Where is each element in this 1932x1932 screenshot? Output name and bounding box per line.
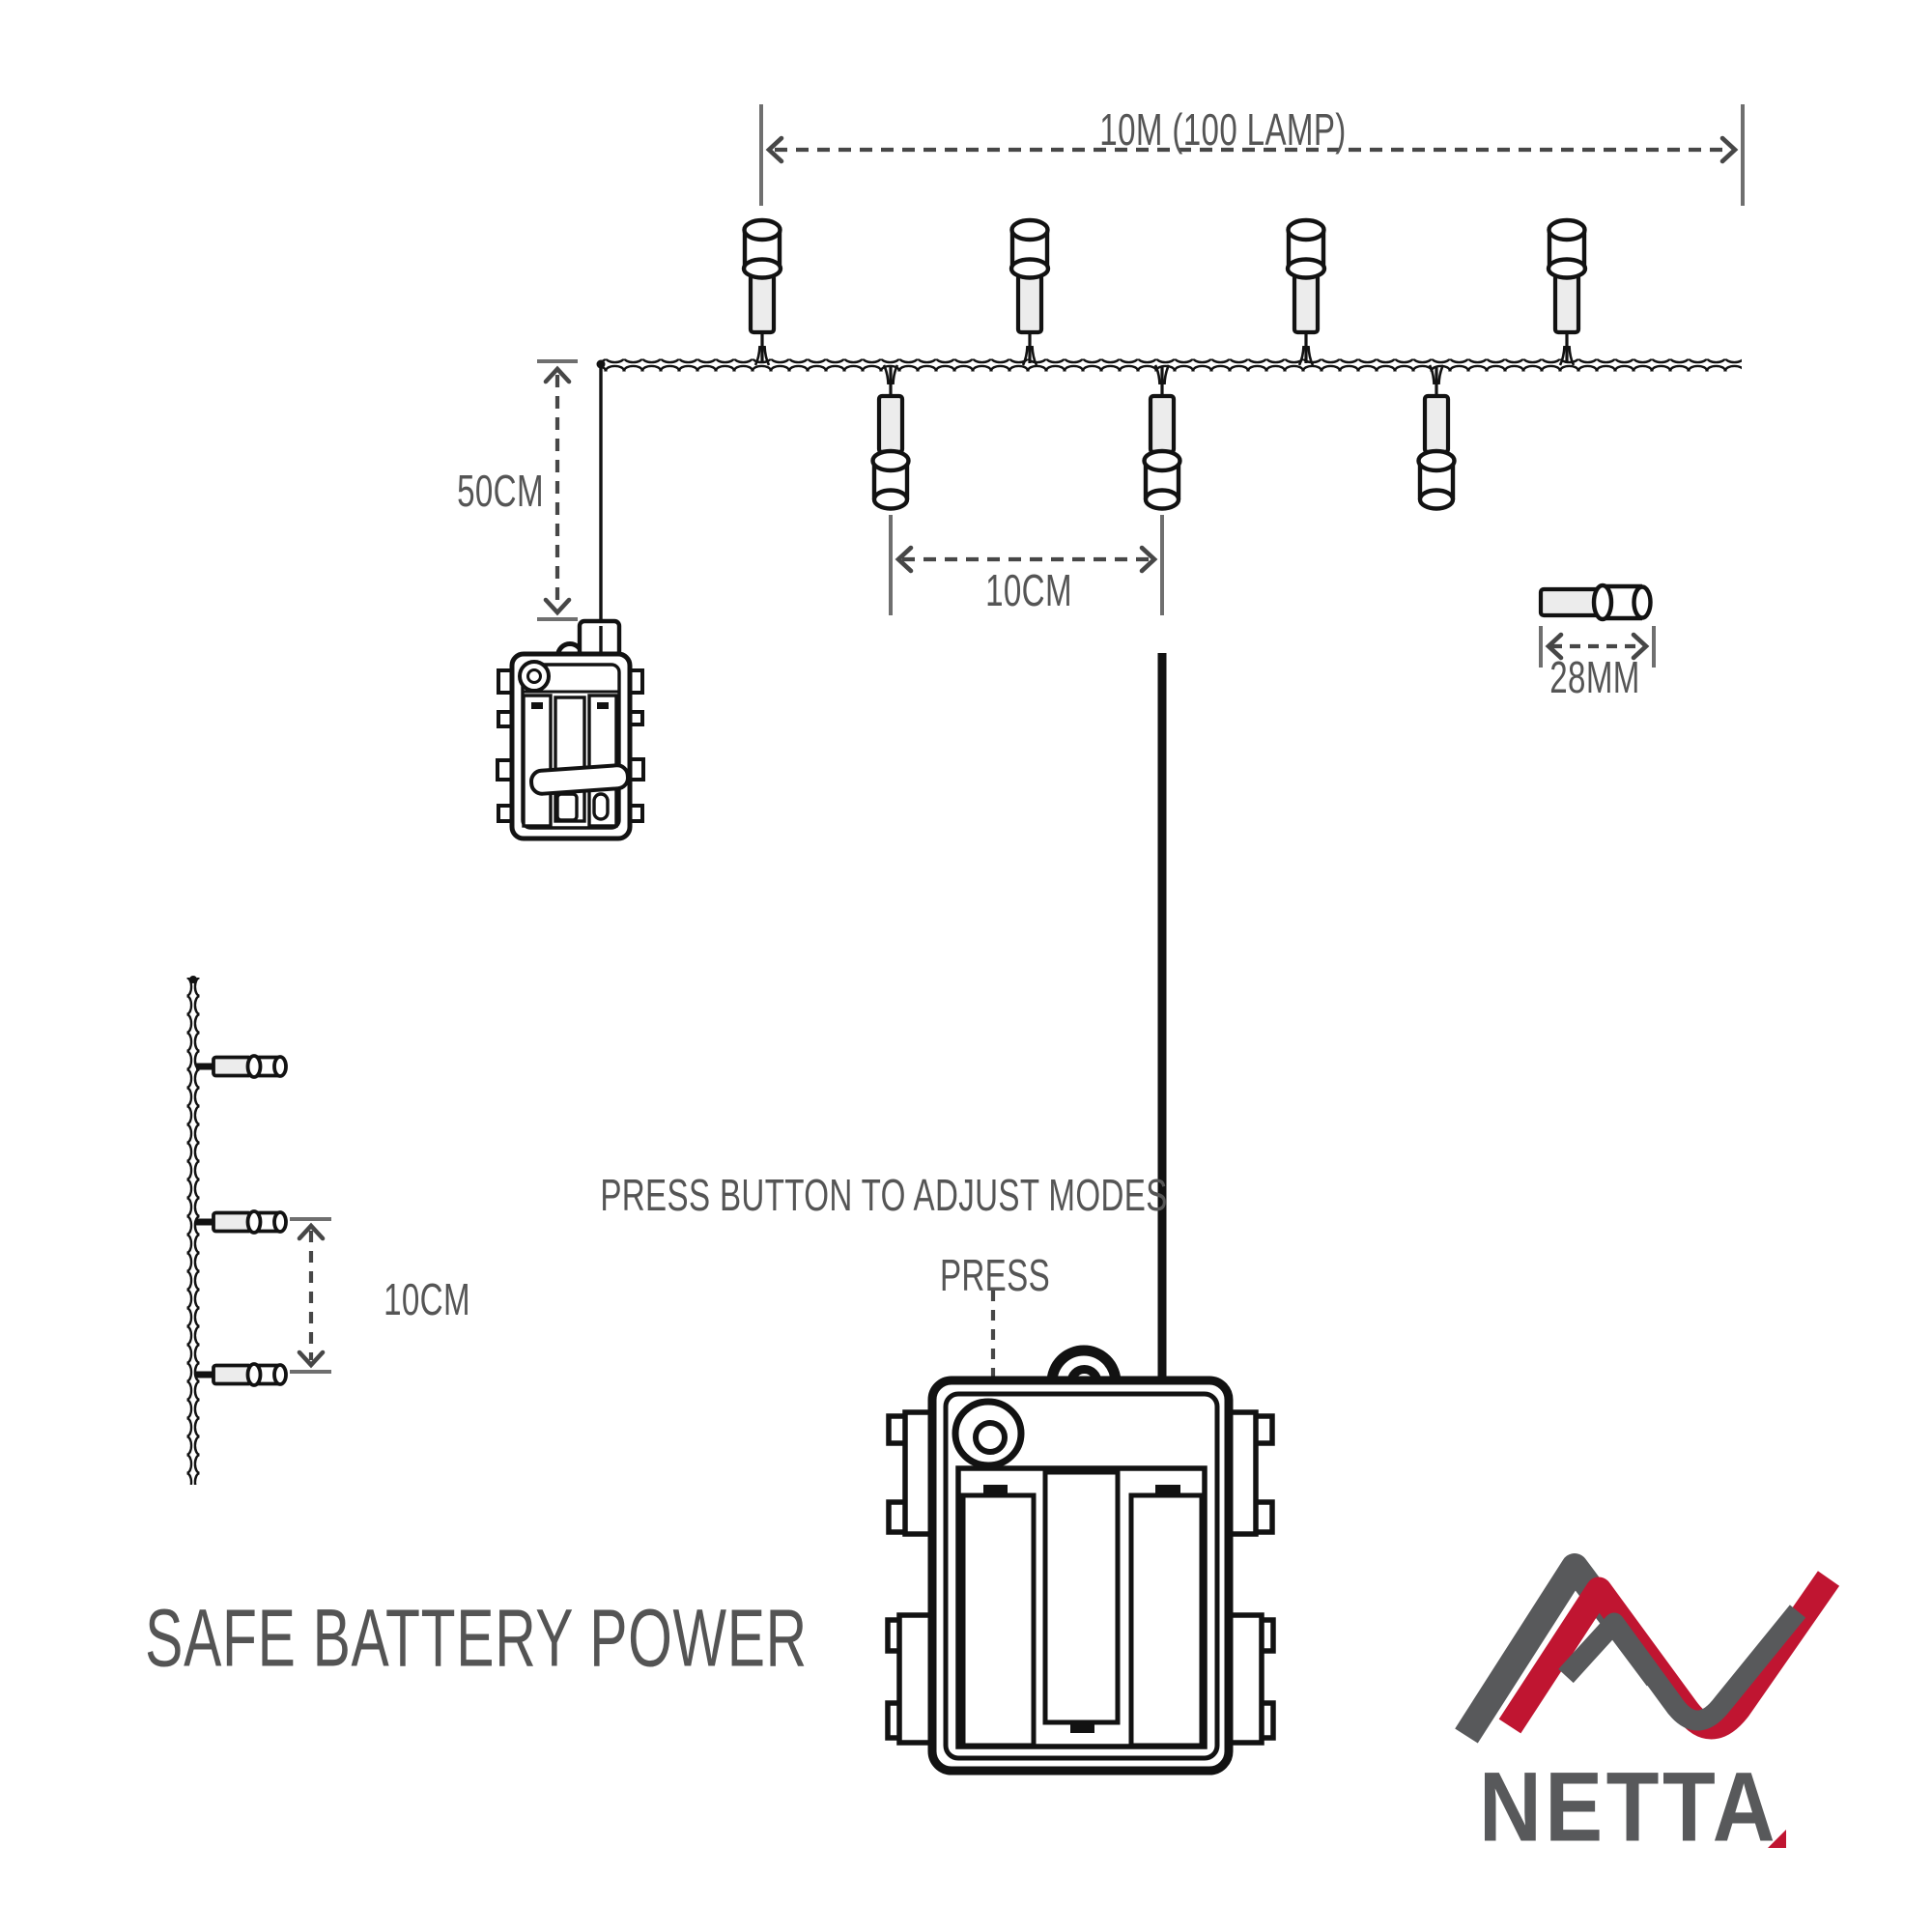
battery [960, 1492, 1037, 1748]
large-battery-box [885, 1345, 1276, 1776]
side-lamp [196, 1211, 286, 1233]
up-lamp [744, 220, 781, 365]
dimension-bulb-length [1539, 626, 1656, 668]
bulb-28mm [1538, 582, 1653, 622]
down-lamp [1419, 365, 1455, 509]
side-latches [885, 1409, 1276, 1746]
dimension-label-lamp-spacing: 10CM [985, 565, 1072, 615]
battery-terminal [1155, 1485, 1180, 1495]
down-lamp [873, 365, 909, 509]
dimension-drop-length [537, 359, 578, 621]
logo-gray-inner-stroke [1558, 1605, 1806, 1731]
up-lamp [1011, 220, 1048, 365]
wire-start-node [189, 976, 197, 983]
dimension-label-total-length: 10M (100 LAMP) [1099, 104, 1347, 155]
slot [592, 792, 610, 821]
dimension-side-lamp-spacing [290, 1217, 331, 1374]
battery [522, 694, 553, 828]
instruction-text: PRESS BUTTON TO ADJUST MODES [600, 1170, 1168, 1220]
battery [1042, 1469, 1121, 1725]
side-lamp [196, 1364, 286, 1385]
arrowhead-down-icon [546, 600, 569, 612]
dimension-label-side-lamp-spacing: 10CM [384, 1274, 470, 1324]
battery-strap [529, 763, 630, 796]
wire-start-node [596, 359, 606, 369]
battery-terminal [983, 1485, 1008, 1495]
slot [555, 792, 579, 822]
dimension-total-length [759, 104, 1745, 206]
up-lamp [1288, 220, 1324, 365]
arrowhead-right-icon [1722, 138, 1735, 161]
hanging-loop-icon [1046, 1345, 1122, 1383]
down-lamp [1145, 365, 1180, 509]
twisted-wire-vertical [186, 978, 200, 1485]
battery-terminal [531, 702, 543, 709]
battery-terminal [597, 702, 609, 709]
main-light-string [596, 220, 1742, 509]
left-light-string [186, 976, 287, 1485]
dimension-label-bulb-length: 28MM [1549, 652, 1640, 702]
up-lamp [1548, 220, 1585, 365]
mode-button-icon [526, 668, 542, 684]
battery [1128, 1492, 1205, 1748]
press-label: PRESS [939, 1250, 1051, 1300]
netta-logo-mark [1455, 1553, 1840, 1744]
small-battery-box [496, 618, 645, 841]
dimension-label-drop-length: 50CM [457, 466, 544, 516]
caption-text: SAFE BATTERY POWER [145, 1592, 808, 1684]
dimension-lamp-spacing [889, 515, 1164, 615]
brand-wordmark: NETTA [1478, 1751, 1779, 1862]
press-leader-arrow [981, 1291, 1005, 1411]
mode-button-icon [973, 1420, 1008, 1455]
battery-terminal [1070, 1722, 1094, 1733]
twisted-wire-horizontal [600, 358, 1742, 372]
side-lamp [196, 1056, 286, 1077]
